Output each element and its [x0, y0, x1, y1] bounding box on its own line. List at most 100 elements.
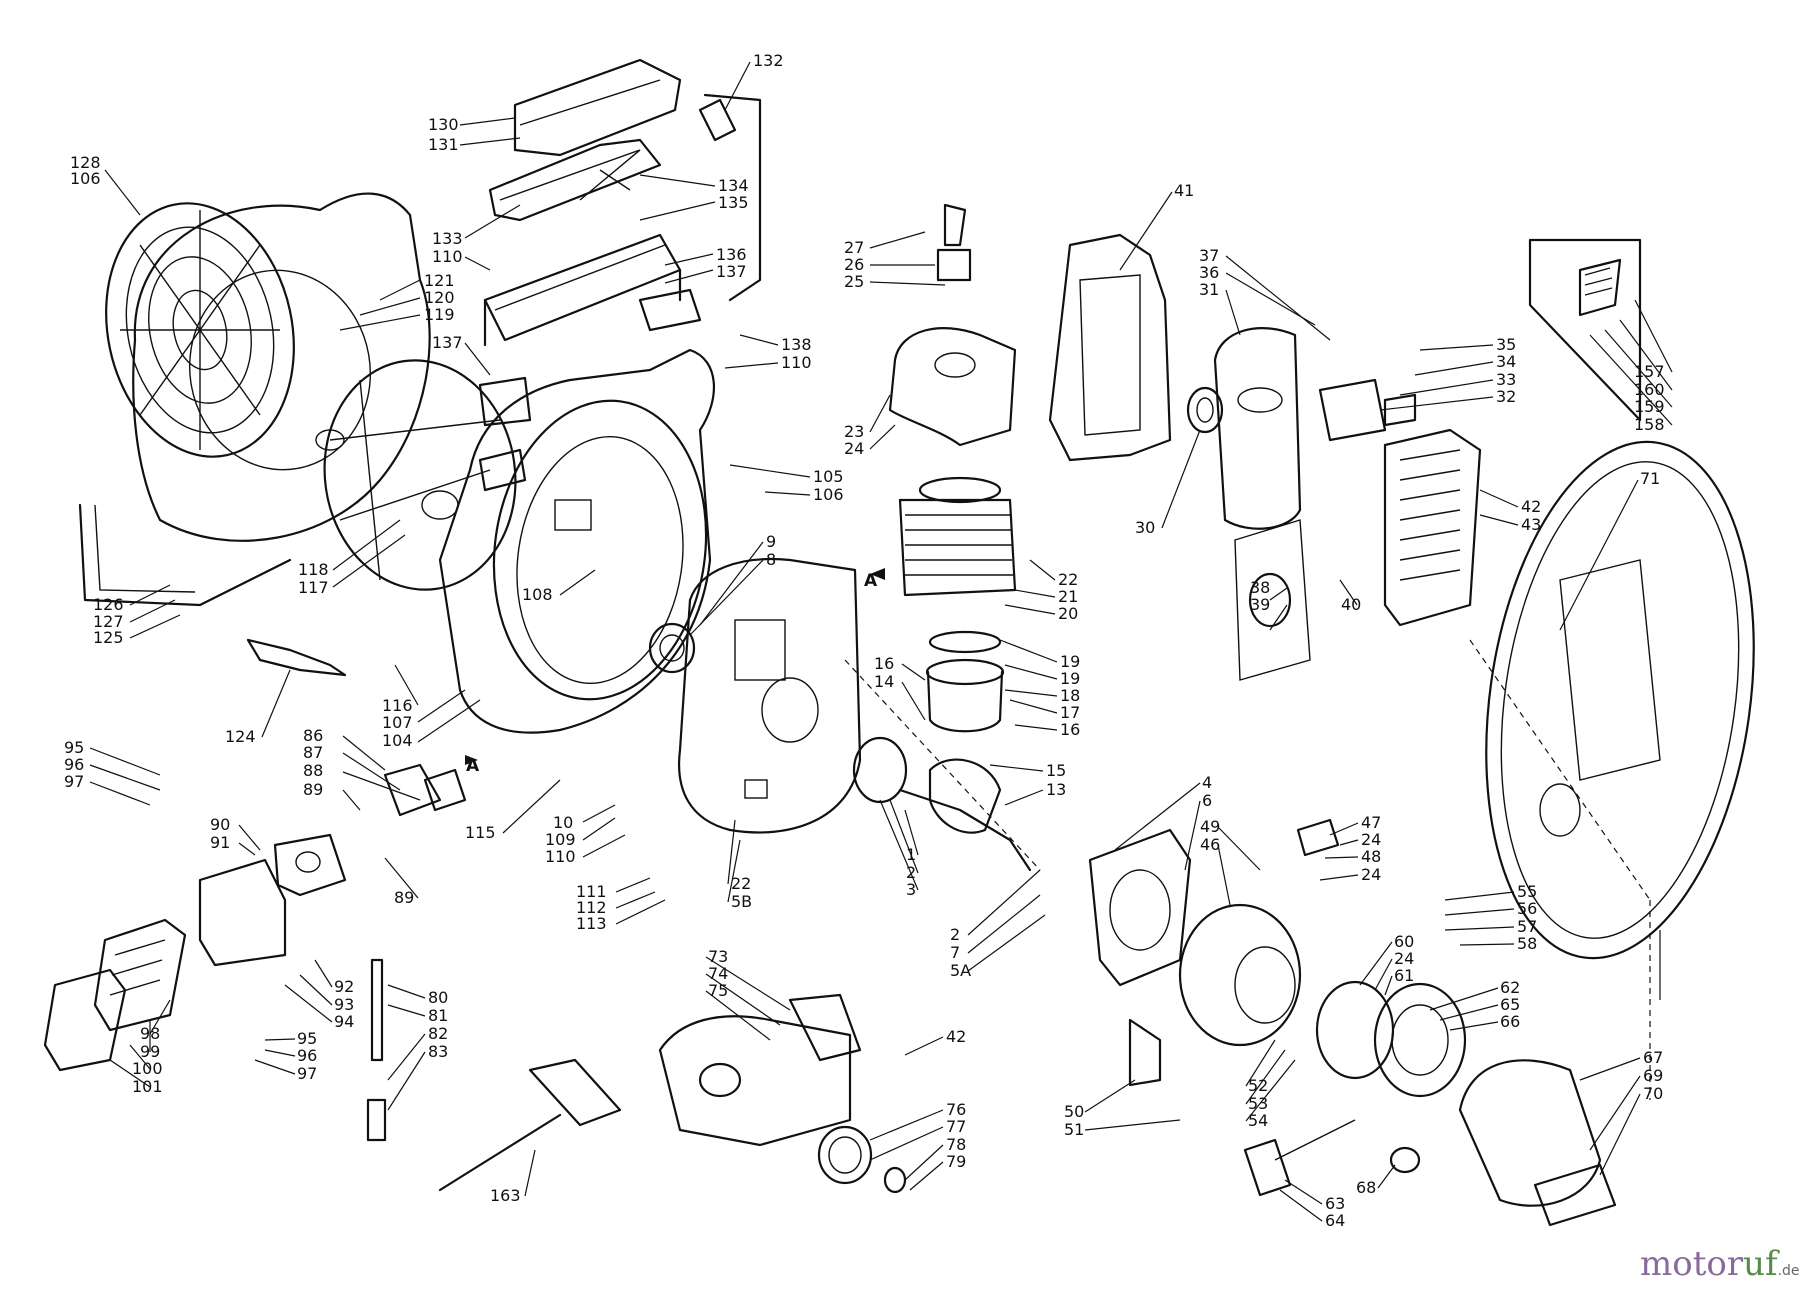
part-label: 9 — [766, 532, 776, 551]
part-label: 32 — [1496, 387, 1516, 406]
part-label: 27 — [844, 238, 864, 257]
crankcase-5a — [1088, 828, 1192, 987]
part-label: 87 — [303, 743, 323, 762]
part-label: 160 — [1634, 380, 1665, 399]
part-label: 56 — [1517, 899, 1537, 918]
part-label: 76 — [946, 1100, 966, 1119]
part-label: 42 — [1521, 497, 1541, 516]
part-label: 63 — [1325, 1194, 1345, 1213]
part-label: 54 — [1248, 1111, 1268, 1130]
part-label: 100 — [132, 1059, 163, 1078]
handle-top — [488, 58, 682, 222]
plug-68 — [1389, 1146, 1421, 1174]
watermark-part1: motor — [1640, 1244, 1744, 1284]
part-label: 55 — [1517, 882, 1537, 901]
crankcase-half-5b — [678, 558, 862, 834]
cylinder-21 — [898, 476, 1017, 597]
part-label: 117 — [298, 578, 329, 597]
part-label: 120 — [424, 288, 455, 307]
part-label: 130 — [428, 115, 459, 134]
section-marker-arrows — [465, 568, 885, 765]
part-label: 97 — [64, 772, 84, 791]
part-label: 34 — [1496, 352, 1516, 371]
part-label: 159 — [1634, 397, 1665, 416]
part-label: 68 — [1356, 1178, 1376, 1197]
gasket-frame-38 — [1234, 519, 1311, 681]
scroll-housing — [438, 348, 716, 734]
part-label: 65 — [1500, 995, 1520, 1014]
part-label: 57 — [1517, 917, 1537, 936]
blower-housing — [78, 192, 431, 607]
part-label: 35 — [1496, 335, 1516, 354]
muffler-31 — [1213, 327, 1302, 530]
part-label: 8 — [766, 550, 776, 569]
part-label: 23 — [844, 422, 864, 441]
part-drawings — [43, 58, 1755, 1227]
part-label: 73 — [708, 947, 728, 966]
section-marker-a: A — [466, 756, 480, 776]
inset-box-157 — [1528, 238, 1642, 422]
part-label: 50 — [1064, 1102, 1084, 1121]
part-label: 43 — [1521, 515, 1541, 534]
part-label: 62 — [1500, 978, 1520, 997]
part-label: 19 — [1060, 652, 1080, 671]
part-label: 24 — [844, 439, 864, 458]
part-label: 125 — [93, 628, 124, 647]
gaskets-86 — [383, 763, 467, 817]
part-label: 89 — [303, 780, 323, 799]
part-label: 2 — [906, 863, 916, 882]
part-label: 1 — [906, 845, 916, 864]
part-label: 33 — [1496, 370, 1516, 389]
coil-50 — [1128, 1018, 1162, 1087]
part-label: 86 — [303, 726, 323, 745]
part-label: 83 — [428, 1042, 448, 1061]
part-label: 110 — [545, 847, 576, 866]
part-label: 64 — [1325, 1211, 1345, 1230]
part-label: 31 — [1199, 280, 1219, 299]
part-label: 37 — [1199, 246, 1219, 265]
part-label: 137 — [716, 262, 747, 281]
air-filter-98 — [43, 858, 287, 1072]
part-label: 13 — [1046, 780, 1066, 799]
part-label: 131 — [428, 135, 459, 154]
part-label: 109 — [545, 830, 576, 849]
bracket-137 — [478, 288, 702, 427]
part-label: 2 — [950, 925, 960, 944]
part-number-labels: 132 130 131 128 106 134 135 133 110 136 … — [64, 51, 1665, 1230]
tube-80 — [366, 958, 387, 1142]
bearing-76 — [817, 1125, 907, 1194]
part-label: 15 — [1046, 761, 1066, 780]
part-label: 108 — [522, 585, 553, 604]
part-label: 98 — [140, 1024, 160, 1043]
part-label: 26 — [844, 255, 864, 274]
piston-18 — [925, 630, 1005, 733]
part-label: 78 — [946, 1135, 966, 1154]
part-label: 136 — [716, 245, 747, 264]
part-label: 112 — [576, 898, 607, 917]
part-label: 42 — [946, 1027, 966, 1046]
part-label: 36 — [1199, 263, 1219, 282]
part-label: 21 — [1058, 587, 1078, 606]
fan-impeller — [323, 359, 517, 591]
carburetor-90 — [273, 833, 347, 897]
part-label: 94 — [334, 1012, 354, 1031]
part-label: 119 — [424, 305, 455, 324]
part-label: 106 — [813, 485, 844, 504]
part-label: 111 — [576, 882, 607, 901]
part-label: 77 — [946, 1117, 966, 1136]
part-label: 82 — [428, 1024, 448, 1043]
part-label: 121 — [424, 271, 455, 290]
part-label: 16 — [1060, 720, 1080, 739]
part-label: 20 — [1058, 604, 1078, 623]
part-label: 52 — [1248, 1076, 1268, 1095]
part-label: 93 — [334, 995, 354, 1014]
part-label: 95 — [64, 738, 84, 757]
part-label: 115 — [465, 823, 496, 842]
part-label: 5B — [731, 892, 752, 911]
spark-plug-25 — [936, 203, 972, 282]
muffler-guard-43 — [1383, 428, 1482, 627]
part-label: 39 — [1250, 595, 1270, 614]
gasket-30 — [1186, 386, 1224, 434]
part-label: 5A — [950, 961, 971, 980]
part-label: 60 — [1394, 932, 1414, 951]
